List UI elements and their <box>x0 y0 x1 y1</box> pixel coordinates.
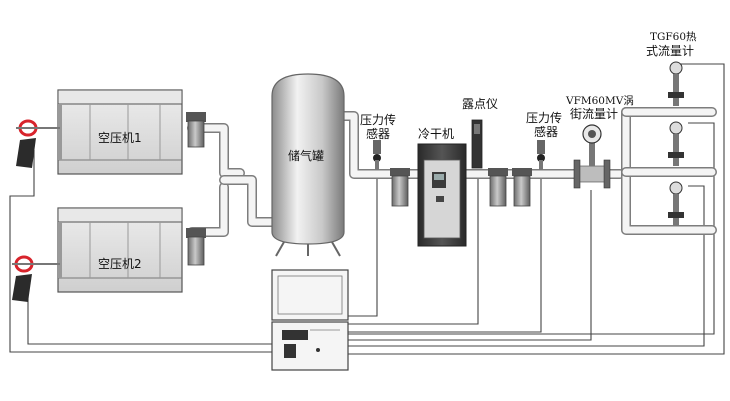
vortex-label-line2: 街流量计 <box>570 107 618 121</box>
air-tank: 储气罐 <box>271 73 345 257</box>
signal-wires <box>9 63 725 355</box>
wire-pressure1 <box>348 168 378 317</box>
pre-dryer-filter <box>390 168 410 207</box>
dryer-label: 冷干机 <box>418 127 454 141</box>
compressor-1-label: 空压机1 <box>98 131 142 145</box>
wire-vortex <box>348 190 592 341</box>
wire-clamp1 <box>9 150 272 353</box>
thermal-flowmeter-2 <box>668 121 684 166</box>
pressure-sensor-1: 压力传 感器 <box>360 112 396 170</box>
dew-point-meter: 露点仪 <box>462 97 498 169</box>
compressor-1: 空压机1 <box>57 89 183 175</box>
pressure-sensor-2-label-line1: 压力传 <box>526 110 562 125</box>
post-dryer-filter-2 <box>512 168 532 207</box>
vortex-label-line1: VFM60MV涡 <box>565 95 634 107</box>
tank-label: 储气罐 <box>288 148 324 163</box>
thermal-flowmeter-1 <box>668 61 684 106</box>
pressure-sensor-2: 压力传 感器 <box>526 110 562 170</box>
vortex-flowmeter: VFM60MV涡 街流量计 <box>565 95 634 189</box>
outlet-filter-2 <box>186 228 206 266</box>
thermal-label-line1: TGF60热 <box>650 30 697 43</box>
compressor-2-label: 空压机2 <box>98 257 142 271</box>
current-clamp-2 <box>12 255 60 302</box>
refrigerated-dryer: 冷干机 <box>417 127 467 247</box>
data-logger <box>271 269 349 371</box>
wire-pressure2 <box>348 168 542 333</box>
current-clamp-1 <box>16 119 60 168</box>
thermal-flowmeter-3 <box>668 181 684 226</box>
thermal-label-line2: 式流量计 <box>646 44 694 58</box>
post-dryer-filter-1 <box>488 168 508 207</box>
compressor-2: 空压机2 <box>57 207 183 293</box>
pressure-sensor-1-label-line2: 感器 <box>366 126 390 141</box>
wire-dewpoint <box>348 170 479 325</box>
wire-clamp2 <box>27 296 272 345</box>
pressure-sensor-2-label-line2: 感器 <box>534 124 558 139</box>
pressure-sensor-1-label-line1: 压力传 <box>360 112 396 127</box>
dew-point-label: 露点仪 <box>462 97 498 111</box>
wire-thermal1 <box>348 63 725 355</box>
wire-thermal3 <box>348 185 705 347</box>
outlet-filter-1 <box>186 112 206 148</box>
